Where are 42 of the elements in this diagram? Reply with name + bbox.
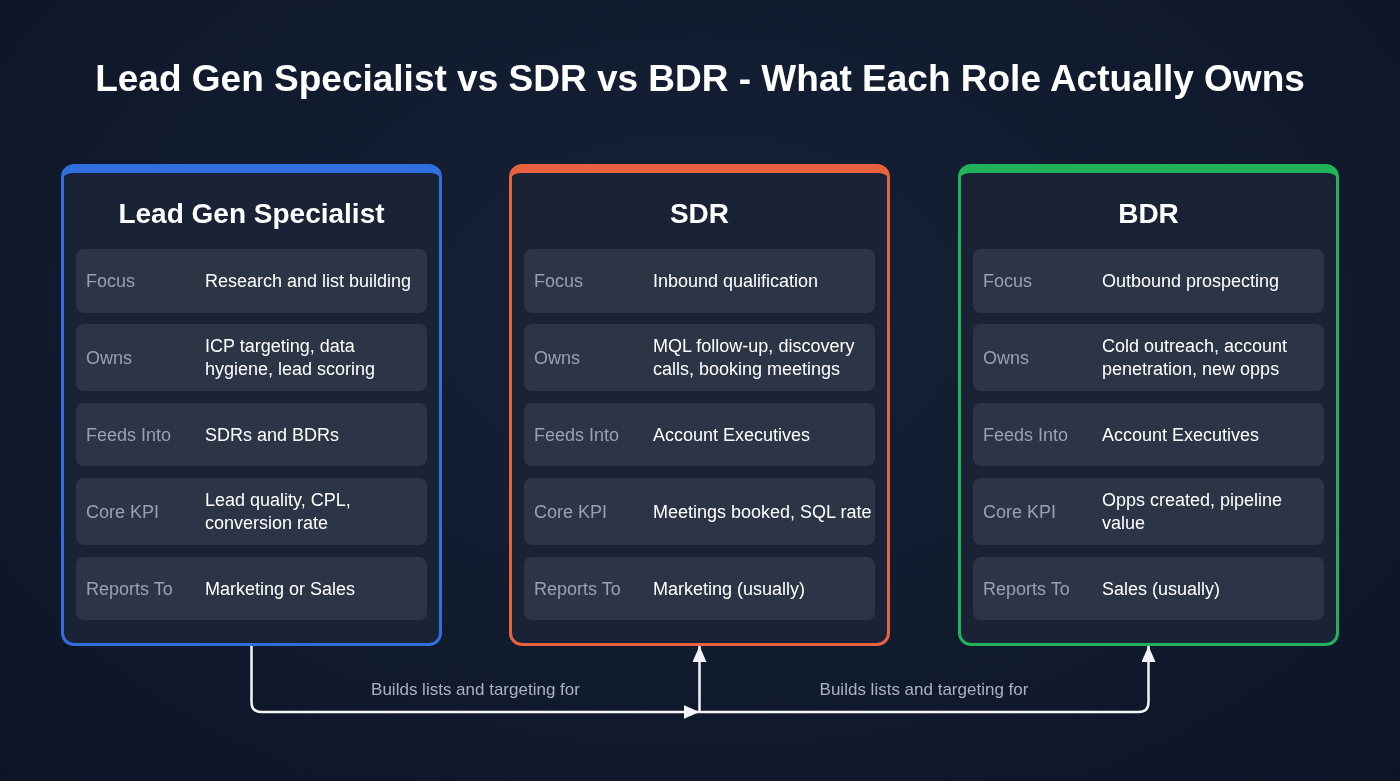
row-value: Sales (usually) bbox=[1102, 577, 1221, 600]
row-label: Feeds Into bbox=[86, 423, 172, 446]
row-value: ICP targeting, data hygiene, lead scoring bbox=[205, 334, 377, 381]
row-value: Cold outreach, account penetration, new opps bbox=[1102, 334, 1289, 381]
arrow bbox=[250, 646, 700, 719]
row-label: Focus bbox=[983, 269, 1033, 293]
role-card bbox=[61, 164, 442, 646]
row-label: Reports To bbox=[534, 577, 621, 600]
row-label: Core KPI bbox=[86, 500, 160, 523]
edge-label: Builds lists and targeting for bbox=[819, 679, 1029, 701]
arrow bbox=[699, 646, 1156, 714]
role-card bbox=[958, 164, 1339, 646]
row-label: Reports To bbox=[86, 577, 173, 600]
row-value: Account Executives bbox=[653, 423, 811, 446]
row-label: Core KPI bbox=[983, 500, 1057, 523]
row-label: Feeds Into bbox=[534, 423, 620, 446]
card-title: Lead Gen Specialist bbox=[118, 197, 385, 231]
card-title: SDR bbox=[669, 197, 730, 231]
row-label: Owns bbox=[534, 346, 580, 369]
edge-label: Builds lists and targeting for bbox=[371, 679, 580, 701]
row-value: SDRs and BDRs bbox=[205, 423, 340, 446]
row-value: Marketing (usually) bbox=[653, 577, 806, 600]
role-card bbox=[509, 164, 890, 646]
arrow bbox=[692, 646, 707, 712]
row-value: Marketing or Sales bbox=[205, 577, 356, 600]
row-value: Research and list building bbox=[205, 269, 412, 293]
row-label: Core KPI bbox=[534, 500, 608, 523]
row-label: Focus bbox=[534, 269, 584, 293]
row-value: Account Executives bbox=[1102, 423, 1260, 446]
row-value: Opps created, pipeline value bbox=[1102, 488, 1284, 535]
row-value: Lead quality, CPL, conversion rate bbox=[205, 488, 352, 535]
row-value: MQL follow-up, discovery calls, booking meetings bbox=[653, 334, 856, 381]
row-value: Meetings booked, SQL rate bbox=[653, 500, 872, 523]
row-value: Outbound prospecting bbox=[1102, 269, 1280, 293]
row-label: Owns bbox=[983, 346, 1029, 369]
row-label: Reports To bbox=[983, 577, 1070, 600]
row-label: Feeds Into bbox=[983, 423, 1069, 446]
row-label: Owns bbox=[86, 346, 132, 369]
row-value: Inbound qualification bbox=[653, 269, 819, 293]
row-label: Focus bbox=[86, 269, 136, 293]
page-title: Lead Gen Specialist vs SDR vs BDR - What Each Role Actually Owns bbox=[95, 57, 1305, 101]
card-title: BDR bbox=[1118, 197, 1179, 231]
